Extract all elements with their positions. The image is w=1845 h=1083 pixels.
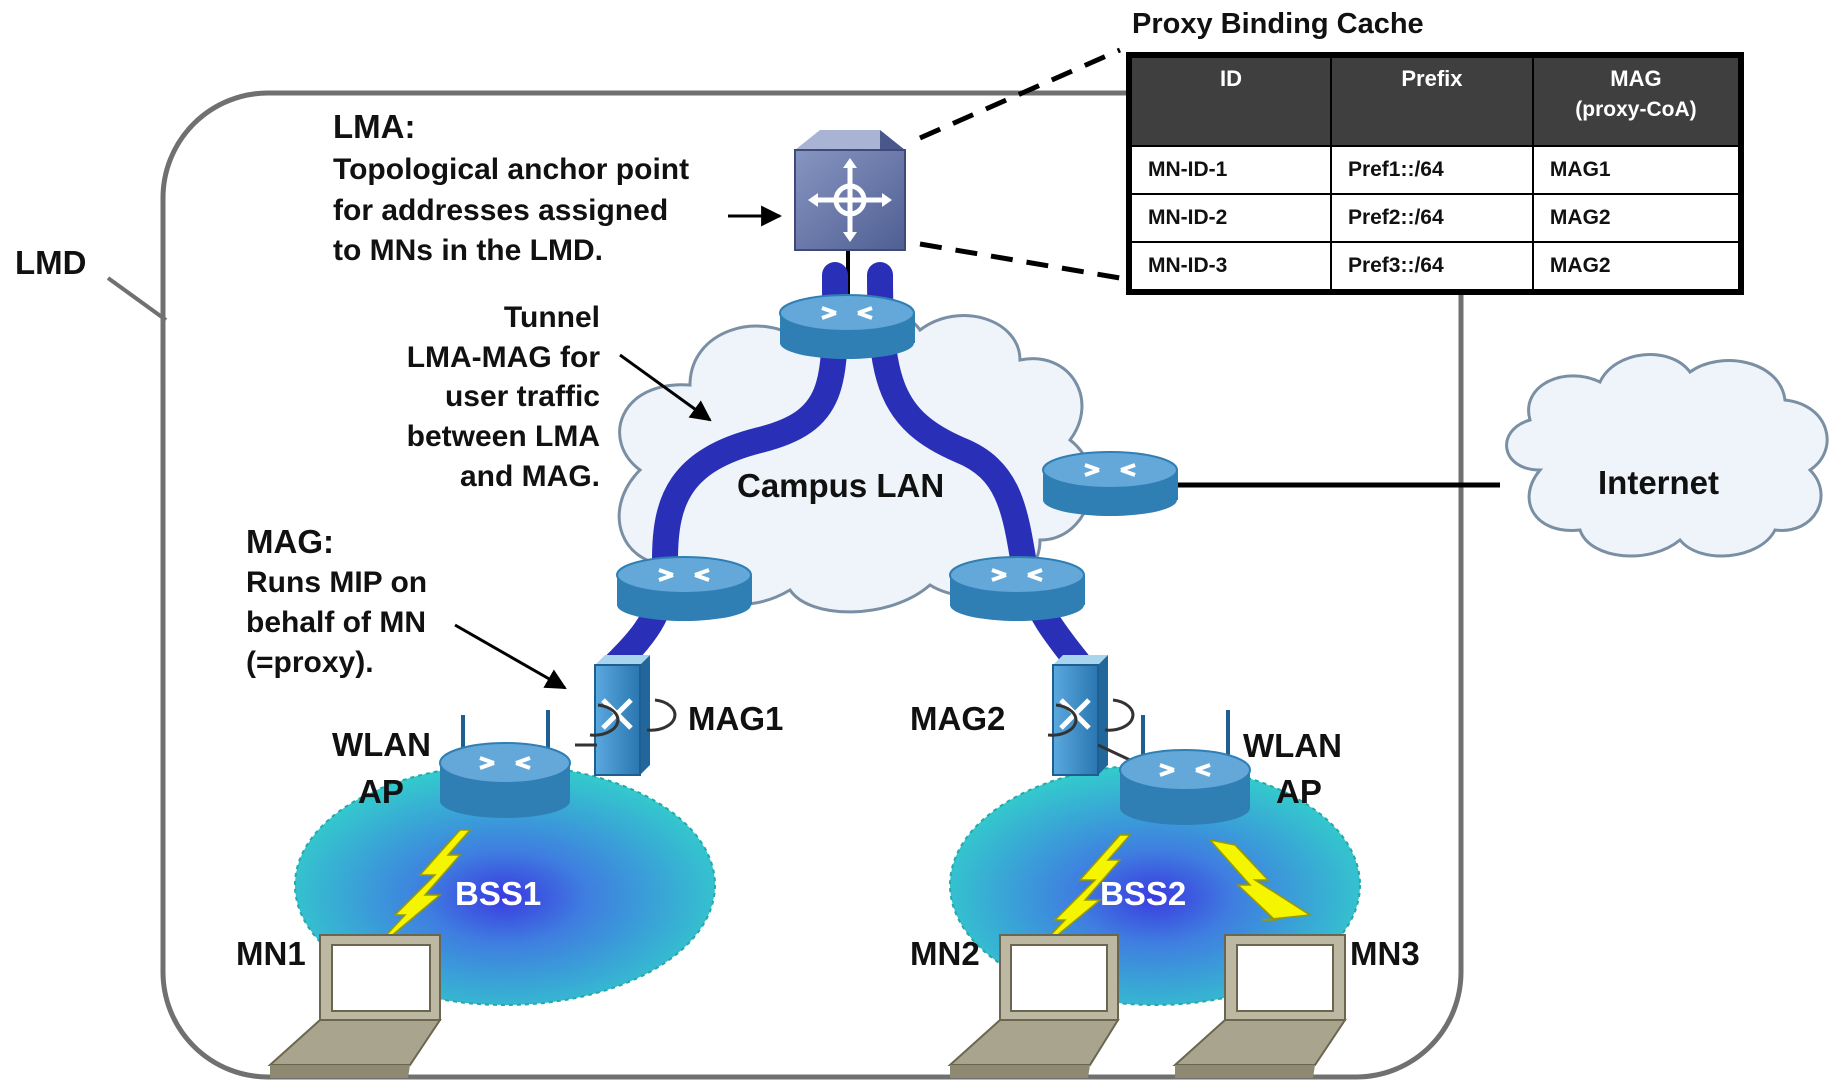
cell-id: MN-ID-1	[1128, 145, 1332, 195]
callout-dash-top	[918, 47, 1122, 141]
tunnel-desc-line-4: between LMA	[406, 420, 600, 453]
bss1-label: BSS1	[455, 875, 542, 912]
lmd-domain-boundary	[160, 90, 1464, 1080]
mn3-label: MN3	[1350, 935, 1420, 972]
header-mag-sub: (proxy-CoA)	[1575, 98, 1697, 121]
wlan-label-left: WLAN	[332, 726, 431, 763]
cell-id: MN-ID-2	[1128, 193, 1332, 243]
mag-title: MAG:	[246, 523, 334, 560]
lmd-label: LMD	[15, 244, 87, 281]
cell-prefix: Pref3::/64	[1329, 241, 1534, 293]
router-right	[949, 556, 1085, 621]
table-row: MN-ID-2 Pref2::/64 MAG2	[1128, 193, 1743, 243]
mag-desc-line-1: Runs MIP on	[246, 566, 428, 599]
header-id: ID	[1128, 54, 1332, 147]
tunnel-desc-line-2: LMA-MAG for	[406, 341, 600, 374]
router-top	[779, 294, 915, 359]
lightning-icon-bss2-right	[1207, 838, 1313, 921]
lma-title: LMA:	[333, 108, 416, 145]
tunnel-desc-line-3: user traffic	[444, 380, 600, 413]
wlan-label-right: WLAN	[1243, 727, 1342, 764]
internet-label: Internet	[1598, 464, 1720, 501]
arrow-tunnel	[619, 353, 712, 422]
cell-mag: MAG2	[1531, 241, 1743, 293]
router-left	[616, 556, 752, 621]
bss2-label: BSS2	[1100, 875, 1187, 912]
callout-dash-bottom	[919, 241, 1121, 281]
mag2-ap-link	[1097, 743, 1131, 762]
lma-desc-line-3: to MNs in the LMD.	[333, 234, 603, 267]
binding-cache-title: Proxy Binding Cache	[1132, 8, 1424, 40]
laptop-icon-mn3	[1172, 934, 1347, 1078]
wlan-ap-left-icon	[439, 710, 571, 818]
cell-id: MN-ID-3	[1128, 241, 1332, 293]
internet-cloud	[1505, 353, 1829, 558]
table-row: MN-ID-3 Pref3::/64 MAG2	[1128, 241, 1743, 293]
lma-node-icon	[794, 130, 906, 251]
header-prefix: Prefix	[1329, 54, 1534, 147]
binding-cache-table: ID Prefix MAG (proxy-CoA) MN-ID-1 Pref1:…	[1126, 52, 1744, 295]
lightning-icon-bss2-left	[1024, 834, 1132, 963]
mag-desc-line-2: behalf of MN	[246, 606, 426, 639]
tunnel-desc-line-5: and MAG.	[460, 460, 600, 493]
cell-prefix: Pref2::/64	[1329, 193, 1534, 243]
mag-desc-line-3: (=proxy).	[246, 646, 374, 679]
lma-desc-line-1: Topological anchor point	[333, 153, 690, 186]
table-row: MN-ID-1 Pref1::/64 MAG1	[1128, 145, 1743, 195]
mag1-label: MAG1	[688, 700, 784, 737]
lma-desc-line-2: for addresses assigned	[333, 194, 669, 227]
ap-label-right: AP	[1276, 773, 1322, 810]
mn1-label: MN1	[236, 935, 306, 972]
campus-lan-label: Campus LAN	[737, 467, 945, 504]
mag2-device-icon	[1047, 655, 1135, 776]
arrow-mag	[454, 623, 567, 690]
cell-mag: MAG1	[1531, 145, 1743, 195]
binding-cache-header-row: ID Prefix MAG (proxy-CoA)	[1128, 54, 1743, 147]
ap-label-left: AP	[358, 773, 404, 810]
cell-mag: MAG2	[1531, 193, 1743, 243]
laptop-icon-mn1	[267, 934, 442, 1078]
router-edge	[1042, 451, 1178, 516]
laptop-icon-mn2	[947, 934, 1120, 1078]
header-mag: MAG (proxy-CoA)	[1531, 54, 1743, 147]
mag2-label: MAG2	[910, 700, 1006, 737]
tunnel-desc-line-1: Tunnel	[503, 301, 600, 334]
mag1-device-icon	[589, 655, 677, 776]
wlan-ap-right-icon	[1119, 710, 1251, 825]
lmd-leader-line	[106, 276, 168, 322]
mn2-label: MN2	[910, 935, 980, 972]
cell-prefix: Pref1::/64	[1329, 145, 1534, 195]
lightning-icon-bss1	[364, 829, 472, 959]
